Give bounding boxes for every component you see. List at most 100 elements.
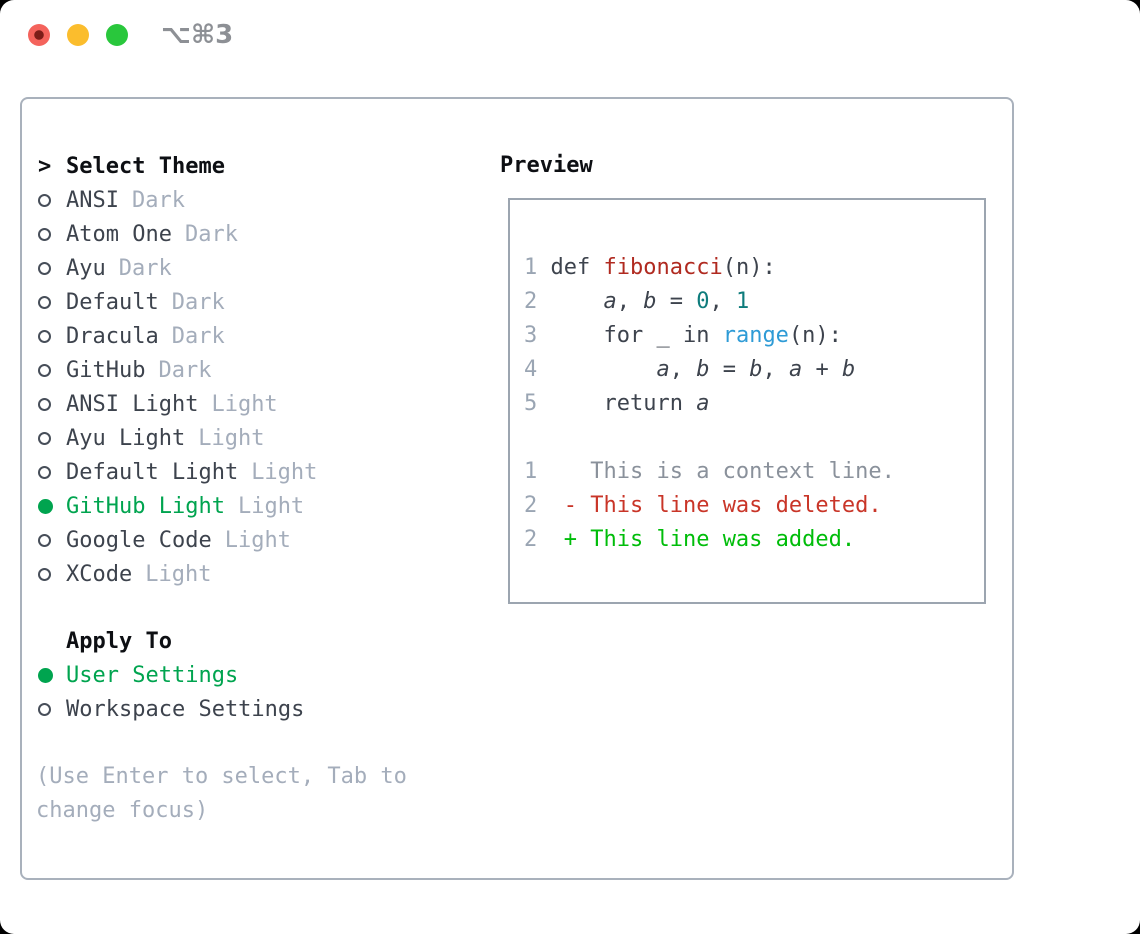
- code-segment: [537, 493, 564, 518]
- radio-icon: [38, 363, 51, 377]
- close-button-icon[interactable]: [28, 24, 50, 46]
- radio-cell: [36, 667, 66, 683]
- theme-list-item[interactable]: GitHub Dark: [36, 353, 486, 387]
- minimize-button-icon[interactable]: [67, 24, 89, 46]
- apply-to-header-row: Apply To: [36, 624, 486, 658]
- code-segment: 2: [524, 289, 538, 314]
- code-segment: ,: [762, 357, 789, 382]
- code-segment: a: [656, 357, 670, 382]
- theme-variant-tag: Dark: [171, 289, 225, 315]
- focus-prompt-cell: >: [36, 154, 66, 179]
- theme-name: GitHub Light: [66, 493, 225, 519]
- code-segment: 4: [524, 357, 538, 382]
- radio-icon: [38, 431, 51, 445]
- code-segment: 1: [735, 289, 750, 314]
- theme-name: Atom One: [66, 221, 172, 247]
- radio-icon: [38, 329, 51, 343]
- code-segment: return: [603, 391, 697, 416]
- traffic-lights: [28, 24, 128, 46]
- theme-list-item[interactable]: ANSI Light Light: [36, 387, 486, 421]
- code-segment: [537, 527, 564, 552]
- radio-cell: [36, 261, 66, 275]
- apply-to-header: Apply To: [66, 628, 172, 654]
- theme-name: ANSI: [66, 187, 119, 213]
- theme-list-item[interactable]: Default Dark: [36, 285, 486, 319]
- code-segment: b: [643, 289, 657, 314]
- radio-cell: [36, 227, 66, 241]
- apply-to-item[interactable]: User Settings: [36, 658, 486, 692]
- code-segment: (n):: [788, 323, 842, 348]
- radio-icon: [38, 702, 51, 716]
- theme-list-item[interactable]: Atom One Dark: [36, 217, 486, 251]
- theme-variant-tag: Light: [211, 391, 278, 417]
- code-segment: fibonacci: [603, 255, 723, 280]
- code-line: 2 a, b = 0, 1: [524, 285, 984, 319]
- theme-name: ANSI Light: [66, 391, 199, 417]
- theme-variant-tag: Light: [145, 561, 212, 587]
- apply-to-item[interactable]: Workspace Settings: [36, 692, 486, 726]
- code-segment: This is a context line.: [590, 459, 895, 484]
- code-segment: =: [709, 357, 750, 382]
- code-segment: [537, 255, 550, 280]
- apply-to-label: User Settings: [66, 662, 239, 688]
- theme-name: GitHub: [66, 357, 146, 383]
- code-segment: 1: [524, 459, 538, 484]
- code-segment: range: [722, 323, 789, 348]
- theme-name: Default: [66, 289, 159, 315]
- radio-cell: [36, 533, 66, 547]
- code-segment: [537, 323, 603, 348]
- radio-cell: [36, 431, 66, 445]
- theme-variant-tag: Light: [224, 527, 291, 553]
- code-segment: 5: [524, 391, 538, 416]
- code-segment: a: [696, 391, 710, 416]
- radio-cell: [36, 567, 66, 581]
- theme-variant-tag: Dark: [158, 357, 212, 383]
- radio-cell: [36, 465, 66, 479]
- radio-icon: [38, 193, 51, 207]
- code-segment: (n):: [722, 255, 776, 280]
- theme-name: Ayu: [66, 255, 106, 281]
- code-segment: 1: [524, 255, 538, 280]
- zoom-button-icon[interactable]: [106, 24, 128, 46]
- theme-list-item[interactable]: Ayu Dark: [36, 251, 486, 285]
- preview-header: Preview: [500, 153, 593, 178]
- theme-list-item[interactable]: ANSI Dark: [36, 183, 486, 217]
- keyboard-hint: (Use Enter to select, Tab to change focu…: [36, 764, 407, 823]
- theme-list-header: Select Theme: [66, 153, 225, 179]
- radio-icon: [38, 295, 51, 309]
- code-segment: ,: [709, 289, 736, 314]
- radio-icon: [38, 261, 51, 275]
- code-line: 1 This is a context line.: [524, 455, 984, 489]
- code-segment: 3: [524, 323, 538, 348]
- code-segment: b: [749, 357, 763, 382]
- code-line: 1 def fibonacci(n):: [524, 251, 984, 285]
- code-segment: [537, 459, 590, 484]
- theme-variant-tag: Dark: [131, 187, 185, 213]
- theme-name: Dracula: [66, 323, 159, 349]
- code-segment: [537, 289, 603, 314]
- radio-cell: [36, 295, 66, 309]
- radio-cell: [36, 363, 66, 377]
- code-line: 4 a, b = b, a + b: [524, 353, 984, 387]
- radio-icon: [38, 567, 51, 581]
- code-segment: 0: [696, 289, 710, 314]
- radio-cell: [36, 329, 66, 343]
- radio-icon: [38, 397, 51, 411]
- code-line: 2 - This line was deleted.: [524, 489, 984, 523]
- radio-icon: [38, 533, 51, 547]
- code-segment: +: [802, 357, 842, 382]
- code-segment: + This line was added.: [563, 527, 856, 552]
- radio-icon: [38, 227, 51, 241]
- theme-variant-tag: Dark: [184, 221, 238, 247]
- theme-variant-tag: Dark: [118, 255, 172, 281]
- radio-selected-icon: [38, 667, 53, 683]
